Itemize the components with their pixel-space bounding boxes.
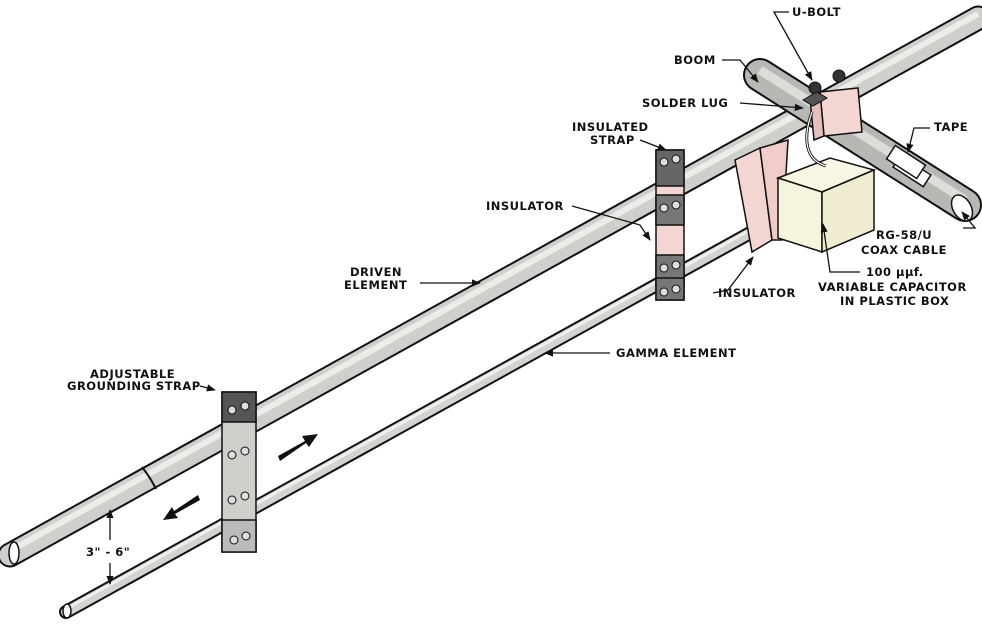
adjustable-grounding-strap	[221, 391, 257, 553]
label-capacitor-line2: VARIABLE CAPACITOR	[818, 280, 967, 294]
label-grounding-strap-line1: ADJUSTABLE	[90, 367, 175, 381]
label-insulator-upper: INSULATOR	[486, 199, 564, 213]
slide-direction-arrows	[163, 434, 318, 520]
insulated-strap	[655, 149, 685, 301]
label-insulated-strap-line2: STRAP	[590, 133, 635, 147]
label-spacing: 3" - 6"	[86, 545, 130, 559]
label-coax-line2: COAX CABLE	[861, 243, 947, 257]
label-solder-lug: SOLDER LUG	[642, 96, 728, 110]
label-gamma-element: GAMMA ELEMENT	[616, 346, 736, 360]
label-insulated-strap-line1: INSULATED	[572, 120, 649, 134]
label-grounding-strap-line2: GROUNDING STRAP	[67, 379, 201, 393]
arrow-left-icon	[163, 495, 200, 520]
label-boom: BOOM	[674, 53, 716, 67]
label-driven-element-line1: DRIVEN	[350, 265, 402, 279]
tape-band	[885, 144, 927, 180]
label-capacitor-line1: 100 µµf.	[866, 265, 924, 279]
label-u-bolt: U-BOLT	[792, 5, 841, 19]
gamma-element-rod	[59, 225, 759, 619]
label-insulator-lower: INSULATOR	[718, 286, 796, 300]
label-coax-line1: RG-58/U	[876, 228, 932, 242]
label-capacitor-line3: IN PLASTIC BOX	[840, 294, 949, 308]
u-bolt	[802, 69, 846, 107]
label-tape: TAPE	[934, 120, 968, 134]
arrow-right-icon	[278, 434, 318, 461]
label-driven-element-line2: ELEMENT	[344, 278, 407, 292]
variable-capacitor-box	[775, 111, 877, 254]
